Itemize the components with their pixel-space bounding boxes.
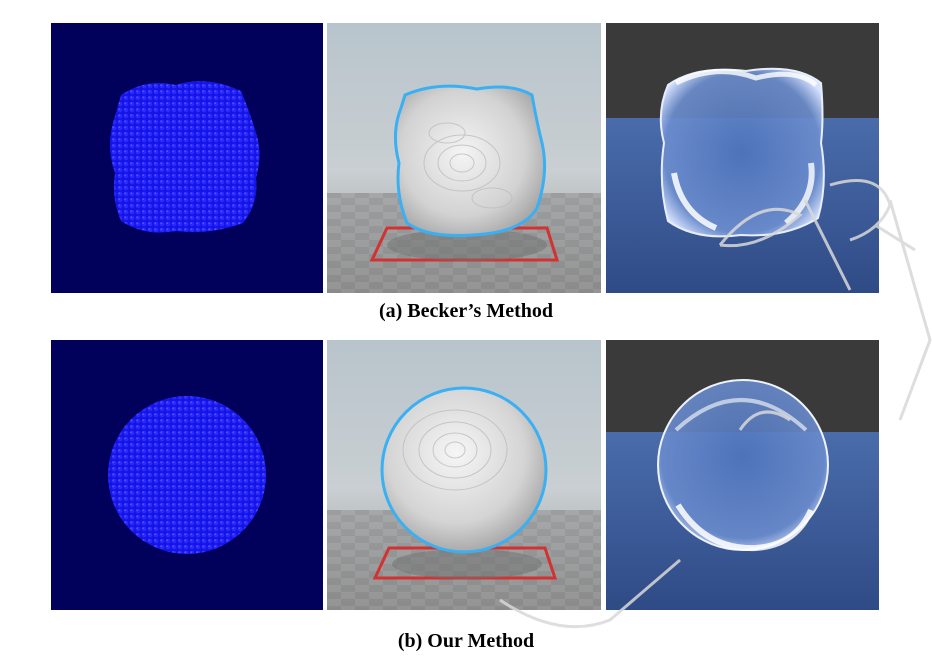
panel-b-render	[606, 340, 879, 610]
panel-a-particles	[51, 23, 323, 293]
panel-b-particles	[51, 340, 323, 610]
panel-a-surface	[327, 23, 601, 293]
panel-b-surface	[327, 340, 601, 610]
caption-a: (a) Becker’s Method	[378, 300, 553, 322]
caption-b: (b) Our Method	[397, 630, 535, 652]
panel-a-render	[606, 23, 879, 293]
